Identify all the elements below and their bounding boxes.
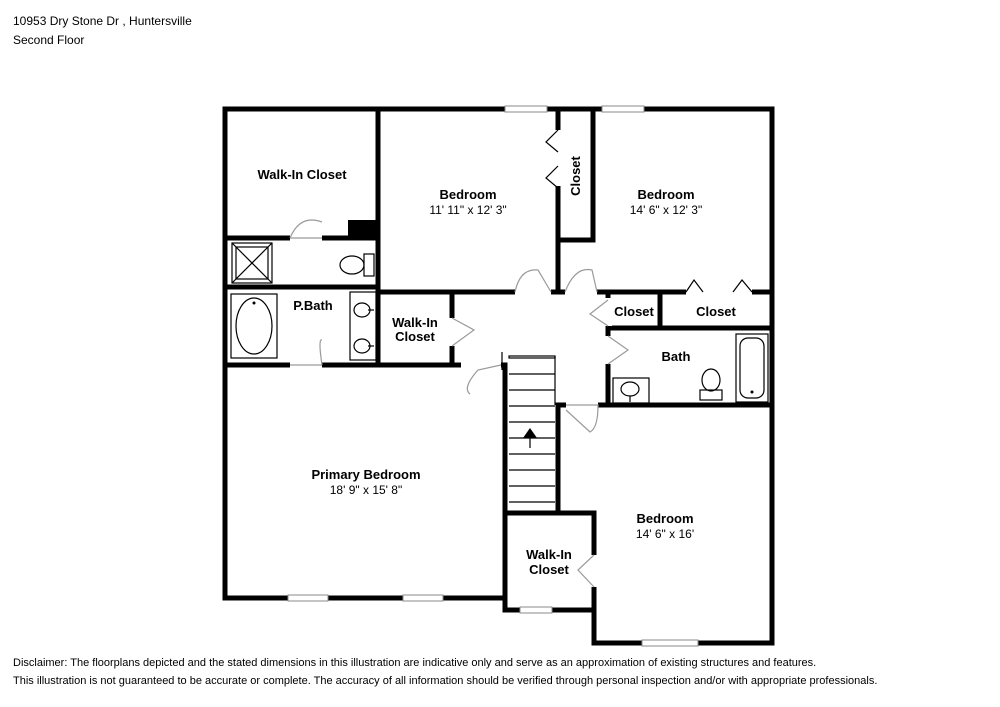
- walkin-closet-mid-label-1: Walk-In: [392, 315, 438, 330]
- floor-label: Second Floor: [13, 33, 85, 47]
- toilet-icon: [339, 253, 375, 277]
- windows: [287, 105, 699, 647]
- address-text: 10953 Dry Stone Dr , Huntersville: [13, 14, 192, 28]
- bath-sink-icon: [612, 377, 650, 404]
- door-swings: [289, 129, 753, 588]
- bath-tub-icon: [735, 333, 769, 403]
- closet-small-label: Closet: [614, 304, 654, 319]
- disclaimer-line-2: This illustration is not guaranteed to b…: [13, 675, 878, 687]
- primary-bedroom-dims: 18' 9" x 15' 8": [330, 483, 402, 497]
- chimney-block: [348, 220, 376, 238]
- bedroom-1-label: Bedroom: [439, 187, 496, 202]
- walkin-closet-bottom-label-1: Walk-In: [526, 547, 572, 562]
- primary-bedroom-label: Primary Bedroom: [311, 467, 420, 482]
- bedroom-2-label: Bedroom: [637, 187, 694, 202]
- bedroom-3-dims: 14' 6" x 16': [636, 527, 694, 541]
- bath-label: Bath: [662, 349, 691, 364]
- stairs-up-arrow-icon: [523, 428, 537, 438]
- walkin-closet-bottom-label-2: Closet: [529, 562, 569, 577]
- bedroom-1-dims: 11' 11" x 12' 3": [429, 203, 506, 217]
- bathtub-icon: [230, 293, 278, 359]
- walkin-closet-top-label: Walk-In Closet: [257, 167, 347, 182]
- staircase: [501, 352, 556, 503]
- disclaimer-line-1: Disclaimer: The floorplans depicted and …: [13, 657, 817, 669]
- bedroom-2-dims: 14' 6" x 12' 3": [630, 203, 702, 217]
- shower-icon: [231, 242, 273, 284]
- bedroom-3-label: Bedroom: [636, 511, 693, 526]
- closet-vertical-label: Closet: [568, 155, 583, 195]
- closet-right-label: Closet: [696, 304, 736, 319]
- bath-toilet-icon: [699, 368, 723, 401]
- pbath-label: P.Bath: [293, 298, 333, 313]
- walkin-closet-mid-label-2: Closet: [395, 329, 435, 344]
- double-sink-icon: [349, 291, 377, 361]
